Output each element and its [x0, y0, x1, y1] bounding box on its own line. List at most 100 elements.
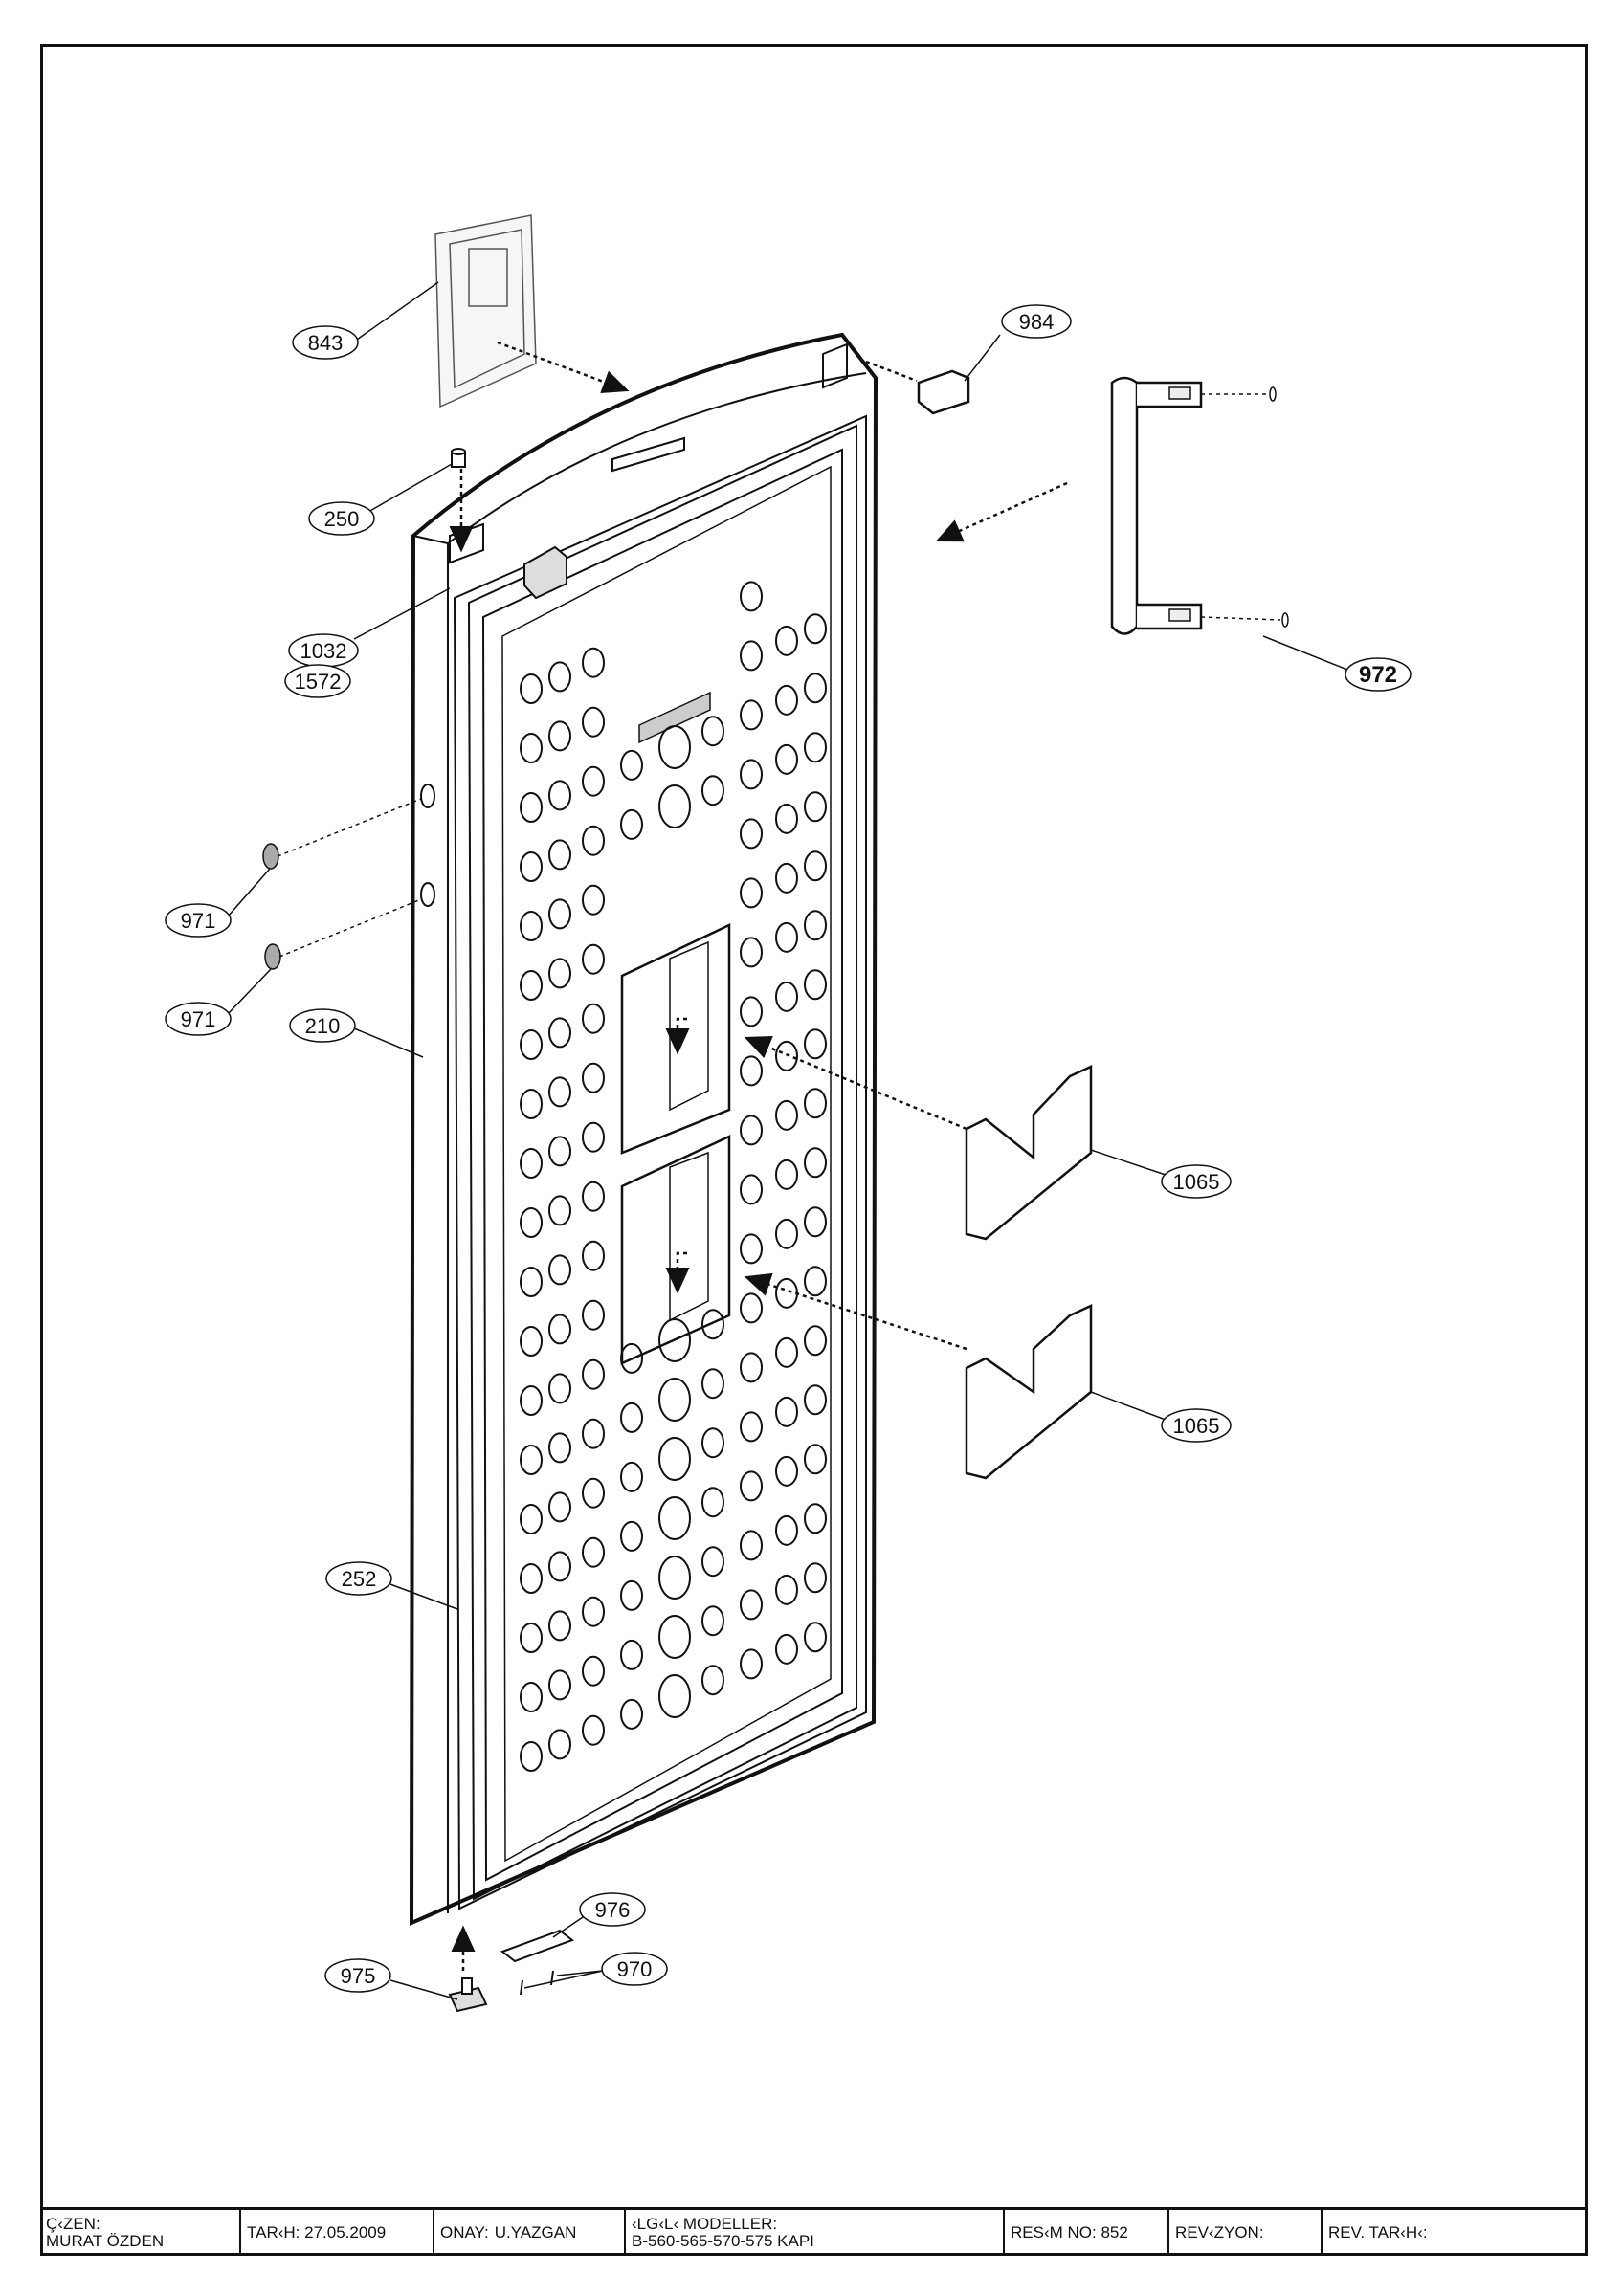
- dimple: [582, 1596, 605, 1627]
- dimple: [620, 749, 643, 781]
- dimple: [548, 1373, 571, 1404]
- dimple: [658, 1378, 691, 1422]
- dimple: [548, 1551, 571, 1582]
- dimple: [701, 1605, 724, 1637]
- dimple: [620, 1342, 643, 1374]
- dimple: [620, 1461, 643, 1492]
- dimple: [804, 613, 827, 645]
- dimple: [582, 1121, 605, 1153]
- callout-250: 250: [308, 463, 453, 536]
- dimple: [804, 1206, 827, 1238]
- callout-label: 971: [181, 1007, 216, 1031]
- dimple: [582, 1181, 605, 1212]
- dimple: [520, 1326, 543, 1357]
- dimple: [548, 1195, 571, 1226]
- models-cell: ‹LG‹L‹ MODELLER: B-560-565-570-575 KAPI: [626, 2210, 1005, 2256]
- dimple: [775, 1396, 798, 1427]
- dimple: [701, 1546, 724, 1578]
- bottom-hinge-parts: [448, 1929, 575, 2013]
- revision-label: REV‹ZYON:: [1175, 2223, 1264, 2241]
- dimple: [582, 825, 605, 856]
- dimple: [658, 1674, 691, 1718]
- drawing-frame: [40, 44, 1588, 2256]
- dimple: [775, 1455, 798, 1487]
- door-handle-972: [1110, 376, 1289, 635]
- callout-label: 843: [308, 331, 344, 355]
- dimple: [740, 1589, 763, 1621]
- drawing-number-cell: RES‹M NO: 852: [1005, 2210, 1169, 2256]
- dimple: [775, 1218, 798, 1249]
- dimple: [582, 765, 605, 797]
- dimple: [701, 1309, 724, 1340]
- callout-1065-lower: 1065: [1090, 1391, 1232, 1443]
- dimple: [548, 839, 571, 871]
- dimple: [658, 1318, 691, 1362]
- dimple: [520, 1148, 543, 1179]
- dimple: [520, 1445, 543, 1475]
- drawing-number: RES‹M NO: 852: [1011, 2223, 1128, 2241]
- dimple: [804, 1147, 827, 1179]
- dimple: [520, 1504, 543, 1534]
- dimple: [582, 706, 605, 738]
- dimple: [740, 1530, 763, 1561]
- door-panel-210: [409, 332, 878, 1927]
- callout-label: 1065: [1173, 1170, 1220, 1194]
- dimple: [804, 1088, 827, 1119]
- dimple: [775, 1159, 798, 1190]
- dimple: [520, 1207, 543, 1238]
- dimple: [775, 684, 798, 716]
- callout-252: 252: [325, 1561, 458, 1610]
- dimple: [740, 937, 763, 968]
- hinge-cover-984: [917, 369, 970, 415]
- dimple: [548, 1491, 571, 1523]
- door-dimple-pattern: [520, 581, 827, 1772]
- dimple: [658, 1615, 691, 1659]
- callout-label: 252: [342, 1567, 377, 1591]
- dimple: [804, 1384, 827, 1416]
- dimple: [804, 1266, 827, 1297]
- dimple: [620, 1402, 643, 1433]
- callout-label: 1065: [1173, 1414, 1220, 1438]
- callout-972: 972: [1262, 635, 1412, 692]
- dimple: [548, 1076, 571, 1108]
- dimple: [701, 775, 724, 806]
- dimple: [775, 1514, 798, 1546]
- dimple: [740, 640, 763, 672]
- dimple: [804, 1503, 827, 1534]
- callout-label: 250: [324, 507, 360, 531]
- dimple: [804, 673, 827, 704]
- dimple: [548, 1729, 571, 1760]
- dimple: [548, 1314, 571, 1345]
- dimple: [548, 780, 571, 811]
- dimple: [775, 921, 798, 953]
- dimple: [740, 877, 763, 909]
- assembly-arrows: [277, 341, 1281, 1971]
- dimple: [548, 720, 571, 752]
- dimple: [740, 1233, 763, 1265]
- dimple: [582, 1240, 605, 1271]
- callout-971-upper: 971: [165, 868, 271, 938]
- callout-970: 970: [523, 1952, 668, 1989]
- dimple: [804, 910, 827, 941]
- title-block: Ç‹ZEN: MURAT ÖZDEN TAR‹H: 27.05.2009 ONA…: [40, 2207, 1588, 2256]
- callout-label: 971: [181, 909, 216, 933]
- callout-label: 972: [1359, 662, 1397, 688]
- dimple: [658, 725, 691, 769]
- dimple: [658, 1437, 691, 1481]
- callout-843: 843: [292, 281, 439, 360]
- dimple: [520, 970, 543, 1001]
- callout-label: 210: [305, 1014, 341, 1038]
- dimple: [548, 1669, 571, 1701]
- dimple: [548, 958, 571, 989]
- dimple: [740, 1115, 763, 1146]
- dimple: [582, 1714, 605, 1746]
- dimple: [520, 1267, 543, 1297]
- dimple: [520, 733, 543, 763]
- dimple: [775, 743, 798, 775]
- hole-plugs-971: [262, 843, 281, 970]
- dimple: [658, 1496, 691, 1540]
- dimple: [582, 1655, 605, 1687]
- callout-1065-upper: 1065: [1090, 1149, 1232, 1199]
- dimple: [620, 808, 643, 840]
- dimple: [740, 1411, 763, 1443]
